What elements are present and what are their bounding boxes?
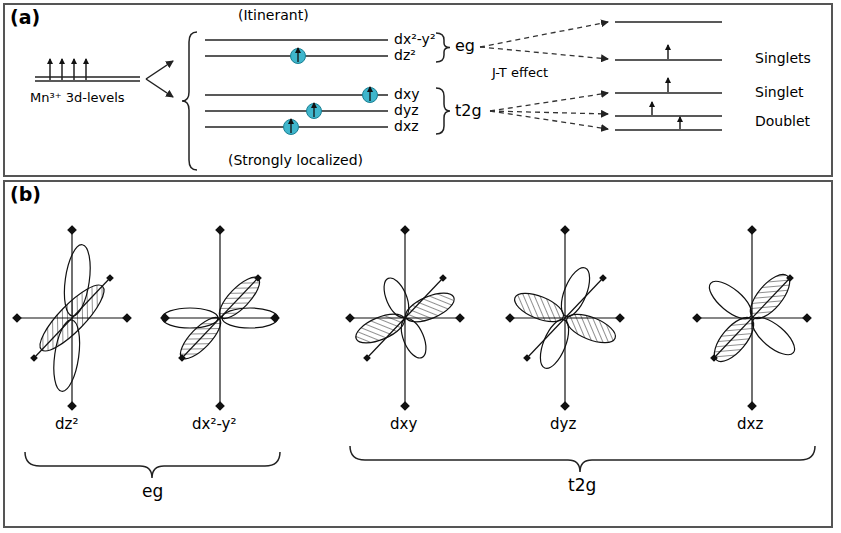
orbital-label: dxz (737, 416, 763, 433)
orbital-label: dz² (55, 416, 78, 433)
effect-label: J-T effect (492, 66, 548, 80)
note-text: (Itinerant) (238, 8, 309, 23)
panel-title: (a) (5, 5, 40, 29)
note-text: (Strongly localized) (228, 153, 363, 168)
group-label: eg (142, 482, 163, 501)
orbital-label: dyz (550, 416, 576, 433)
orbital-label: dxz (394, 119, 419, 134)
level-caption: Mn³⁺ 3d-levels (30, 91, 125, 105)
orbital-label: dz² (394, 48, 416, 63)
orbital-label: dxy (390, 416, 417, 433)
group-label: t2g (455, 102, 482, 120)
orbital-label: dxy (394, 87, 419, 102)
group-label: t2g (568, 476, 596, 495)
group-label: eg (455, 37, 475, 55)
panel-title: (b) (5, 182, 41, 206)
panel-frame: (b) (3, 180, 833, 528)
state-label: Singlets (755, 51, 811, 66)
state-label: Singlet (755, 85, 804, 100)
orbital-label: dyz (394, 103, 419, 118)
state-label: Doublet (755, 114, 810, 129)
orbital-label: dx²-y² (192, 416, 236, 433)
orbital-label: dx²-y² (394, 32, 436, 47)
